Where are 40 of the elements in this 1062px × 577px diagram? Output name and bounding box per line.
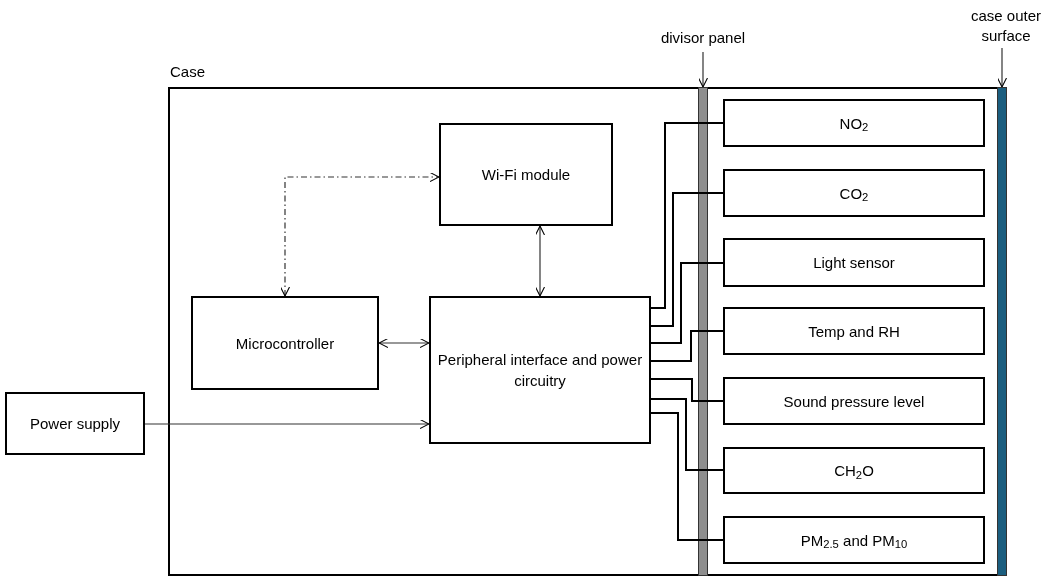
block-box (429, 296, 651, 444)
block-label: PM$_{2.5}$ and PM$_{10}$ (800, 530, 908, 551)
block-box (723, 238, 985, 287)
connector-line (650, 412, 724, 541)
block-box (191, 296, 379, 390)
callout-text: divisor panel (660, 28, 746, 48)
arrow (534, 225, 546, 297)
block-label: Wi-Fi module (481, 165, 571, 185)
arrow (279, 171, 440, 297)
leader-arrow (697, 51, 709, 88)
arrow (378, 337, 430, 349)
block-box (723, 169, 985, 217)
block-label: Power supply (29, 414, 120, 434)
panel-bar (698, 87, 708, 576)
block-box (5, 392, 145, 455)
case-label: Case (170, 62, 206, 82)
block-label: Peripheral interface and power circuitry (436, 350, 644, 391)
block-box (723, 377, 985, 425)
block-label: Sound pressure level (783, 391, 925, 412)
block-box (439, 123, 613, 226)
panel-bar (997, 87, 1007, 576)
block-label: CO$_{2}$ (839, 183, 869, 204)
callout-text: case outer surface (969, 6, 1042, 46)
block-box (723, 307, 985, 355)
block-label: Microcontroller (235, 333, 335, 354)
leader-arrow (996, 47, 1008, 88)
connector-line (650, 192, 724, 327)
connector-line (650, 262, 724, 344)
connector-line (650, 398, 724, 471)
block-label: Light sensor (813, 253, 895, 273)
connector-line (650, 330, 724, 362)
block-box (723, 99, 985, 147)
connector-line (650, 122, 724, 309)
block-label: NO$_{2}$ (839, 113, 869, 134)
arrow (144, 418, 430, 430)
block-box (723, 516, 985, 564)
block-label: CH$_{2}$O (834, 461, 874, 481)
block-label: Temp and RH (808, 321, 900, 342)
block-box (723, 447, 985, 494)
connector-line (650, 378, 724, 402)
